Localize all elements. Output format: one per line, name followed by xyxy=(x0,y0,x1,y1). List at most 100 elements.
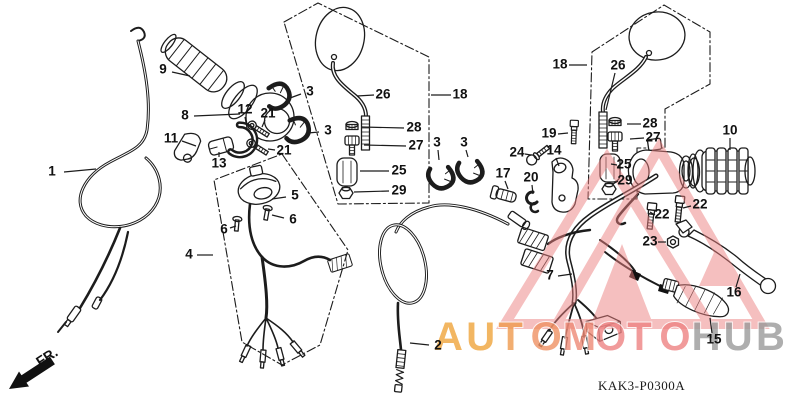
part-number-label: 3 xyxy=(324,123,332,138)
throttle-grip-9 xyxy=(160,33,228,93)
label-leader-line xyxy=(307,131,320,134)
part-number-label: 11 xyxy=(164,131,179,146)
label-leader-line xyxy=(361,126,405,129)
part-number-label: 10 xyxy=(722,123,737,138)
watermark-letter: U xyxy=(466,315,495,359)
part-number-label: 4 xyxy=(185,247,193,262)
screw-6-a xyxy=(232,215,243,232)
part-number-label: 6 xyxy=(289,212,297,227)
part-number-label: 7 xyxy=(546,268,554,283)
label-leader-line xyxy=(271,196,287,200)
label-leader-line xyxy=(229,225,237,229)
label-leader-line xyxy=(557,132,569,135)
label-leader-line xyxy=(181,140,197,147)
watermark-letter: O xyxy=(659,315,690,359)
part-number-label: 21 xyxy=(260,106,276,121)
label-leader-line xyxy=(193,113,241,117)
part-number-label: 19 xyxy=(541,126,556,141)
part-number-label: 29 xyxy=(391,183,406,198)
adjuster-screw-17 xyxy=(489,185,517,203)
right-mirror-box xyxy=(587,4,711,200)
label-leader-line xyxy=(504,180,509,190)
label-leader-line xyxy=(271,214,285,219)
lever-bracket-11 xyxy=(173,132,202,163)
bolt-22-b xyxy=(672,194,686,224)
watermark-letter: T xyxy=(498,315,522,359)
fr-arrow xyxy=(9,356,55,389)
label-leader-line xyxy=(605,72,616,111)
label-leader-line xyxy=(267,148,276,151)
bolt-19 xyxy=(568,119,580,145)
part-number-label: 15 xyxy=(706,332,722,347)
watermark-logo xyxy=(496,138,770,329)
part-number-label: 5 xyxy=(291,188,299,203)
part-number-label: 14 xyxy=(546,143,562,158)
label-leader-line xyxy=(356,94,375,97)
part-number-label: 25 xyxy=(616,157,632,172)
label-leader-line xyxy=(289,93,302,99)
part-number-label: 16 xyxy=(726,285,742,300)
part-number-label: 13 xyxy=(211,156,227,171)
label-leader-line xyxy=(363,144,407,147)
part-number-label: 27 xyxy=(408,138,423,153)
part-number-label: 8 xyxy=(181,108,189,123)
screw-6-b xyxy=(262,204,273,221)
label-leader-line xyxy=(409,342,430,346)
label-leader-line xyxy=(531,184,534,195)
switch-wire-harness xyxy=(238,202,354,369)
watermark-letter: O xyxy=(595,315,626,359)
label-leader-line xyxy=(682,205,692,209)
mirror-hardware-left xyxy=(336,120,360,200)
watermark-letter: O xyxy=(531,315,562,359)
screw-24 xyxy=(526,144,551,166)
part-number-label: 17 xyxy=(495,166,510,181)
label-leader-line xyxy=(735,273,741,288)
part-number-label: 18 xyxy=(552,57,568,72)
right-mirror-26 xyxy=(598,11,686,149)
part-number-label: 28 xyxy=(406,120,422,135)
label-leader-line xyxy=(629,137,645,140)
label-leader-line xyxy=(353,190,390,193)
part-number-label: 22 xyxy=(654,207,669,222)
part-number-label: 12 xyxy=(237,102,252,117)
part-number-label: 1 xyxy=(48,164,56,179)
label-leader-line xyxy=(709,317,713,334)
part-number-label: 3 xyxy=(306,84,314,99)
label-leader-line xyxy=(649,211,656,216)
left-mirror-box xyxy=(283,2,430,205)
part-number-label: 27 xyxy=(645,130,660,145)
part-number-label: 24 xyxy=(509,145,525,160)
nut-23 xyxy=(666,235,680,249)
left-mirror-26 xyxy=(314,6,371,151)
label-leader-line xyxy=(610,163,618,166)
part-number-label: 3 xyxy=(460,135,468,150)
label-leader-line xyxy=(171,71,191,77)
switch-housing-5 xyxy=(237,164,281,205)
part-number-label: 20 xyxy=(523,170,538,185)
label-leader-line xyxy=(63,168,97,173)
part-number-label: 29 xyxy=(617,173,632,188)
part-number-label: 28 xyxy=(642,116,658,131)
throttle-cable-1 xyxy=(57,26,162,333)
bracket-14 xyxy=(551,157,579,213)
throttle-cable-2 xyxy=(378,203,531,393)
part-number-label: 23 xyxy=(642,234,658,249)
label-leader-line xyxy=(524,153,532,156)
part-number-label: 25 xyxy=(391,163,407,178)
label-leader-line xyxy=(555,157,560,167)
part-number-label: 3 xyxy=(433,135,441,150)
wire-clamp-3-c xyxy=(427,165,455,191)
part-code: KAK3-P0300A xyxy=(598,378,685,393)
part-number-label: 26 xyxy=(375,87,391,102)
label-leader-line xyxy=(612,180,619,185)
part-number-label: 22 xyxy=(692,197,707,212)
part-number-label: 18 xyxy=(452,87,468,102)
watermark-letter: H xyxy=(692,315,721,359)
part-number-label: 21 xyxy=(276,143,292,158)
label-leader-line xyxy=(244,116,248,129)
part-number-label: 9 xyxy=(159,62,167,77)
watermark-letter: B xyxy=(756,315,785,359)
